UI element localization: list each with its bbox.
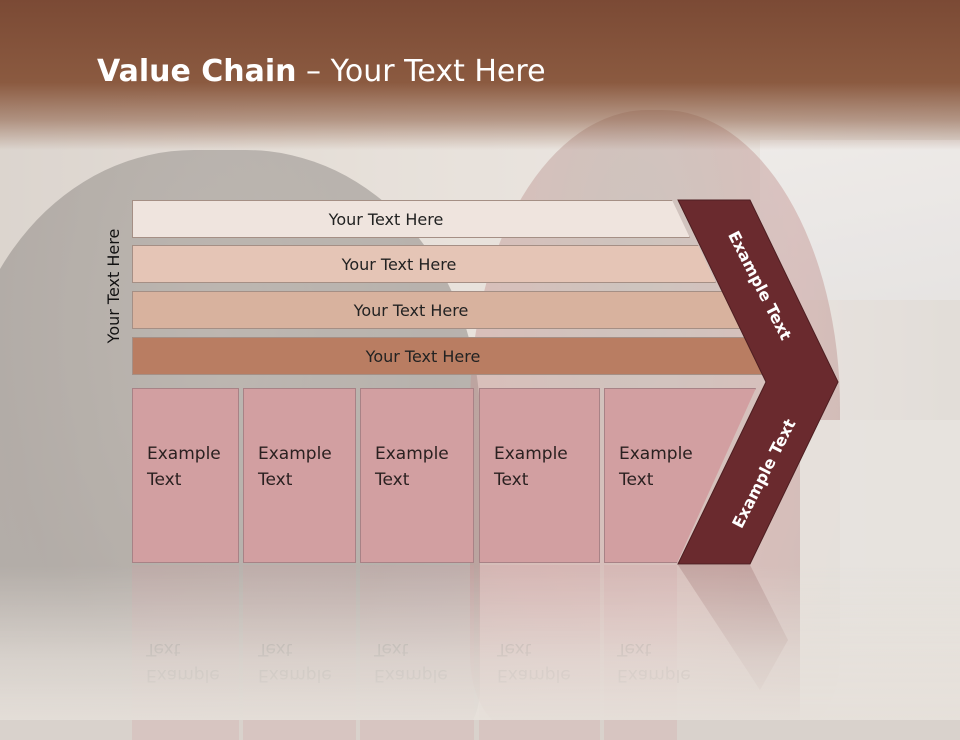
bar-label: Your Text Here [341,254,457,274]
bar-label: Your Text Here [353,300,469,320]
primary-activity-box-3[interactable]: Example Text [360,388,474,563]
box-label: Example Text [619,444,693,490]
primary-activity-box-1[interactable]: Example Text [132,388,239,563]
support-bar-1[interactable]: Your Text Here [132,200,690,238]
box-label: Example Text [258,444,332,490]
bar-label: Your Text Here [328,209,444,229]
primary-activity-box-4[interactable]: Example Text [479,388,600,563]
title-bold: Value Chain [97,54,297,89]
slide-title[interactable]: Value Chain – Your Text Here [97,54,546,89]
support-bar-3[interactable]: Your Text Here [132,291,740,329]
box-label: Example Text [494,444,568,490]
title-banner [0,0,960,150]
primary-activity-box-2[interactable]: Example Text [243,388,356,563]
support-bar-4[interactable]: Your Text Here [132,337,764,375]
box-label: Example Text [147,444,221,490]
side-label[interactable]: Your Text Here [104,228,123,344]
bar-label: Your Text Here [365,346,481,366]
box-label: Example Text [375,444,449,490]
title-rest: – Your Text Here [296,54,546,89]
support-bar-2[interactable]: Your Text Here [132,245,716,283]
